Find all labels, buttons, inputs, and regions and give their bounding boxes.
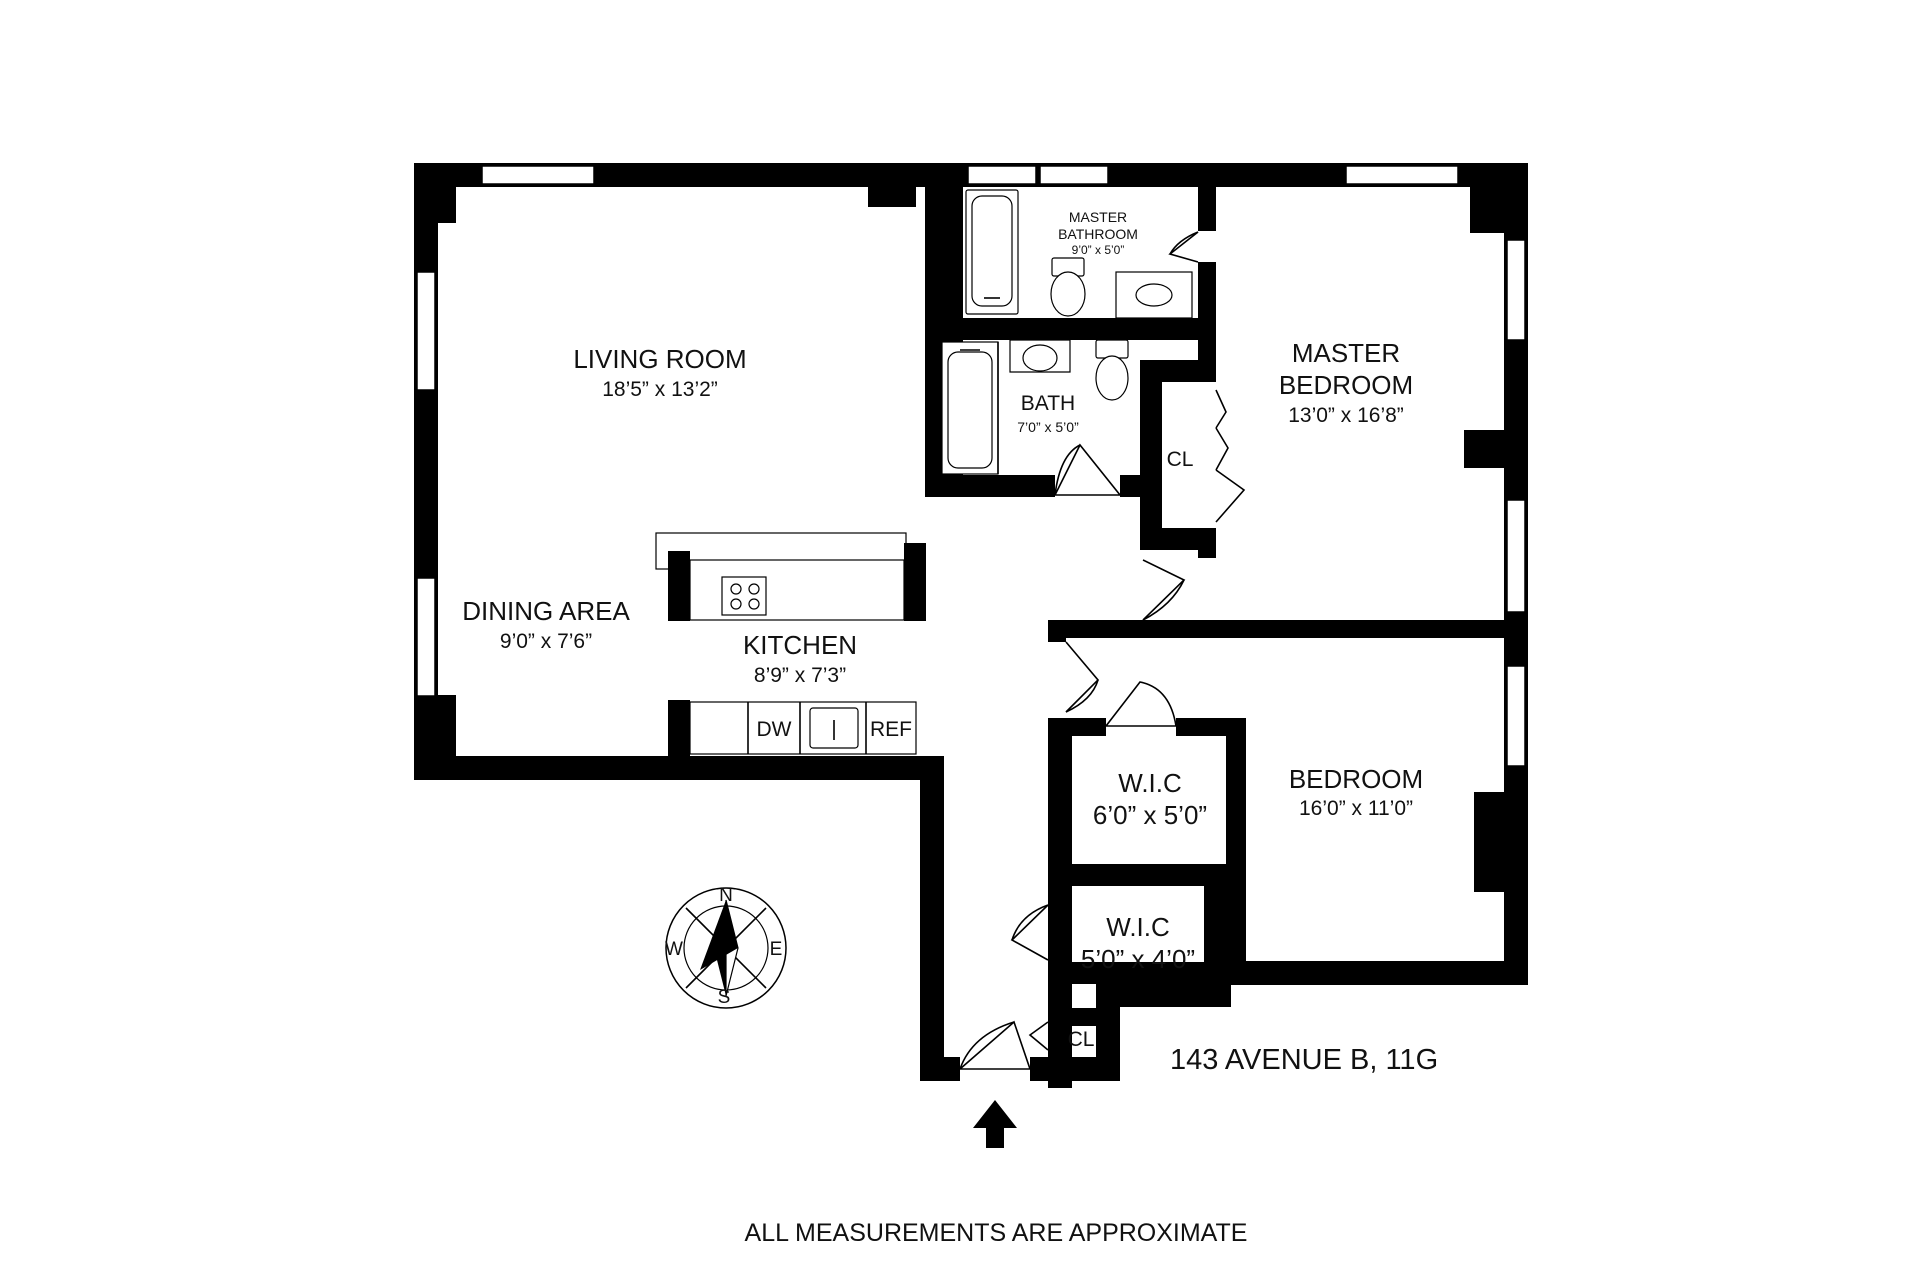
closet-entry-name: CL [1068, 1028, 1095, 1051]
bath-size: 7’0” x 5’0” [1017, 419, 1079, 435]
kitchen-name: KITCHEN [743, 630, 857, 660]
master-bedroom-name-line2: BEDROOM [1279, 370, 1413, 400]
bath-fixtures [941, 339, 1129, 475]
measurement-disclaimer: ALL MEASUREMENTS ARE APPROXIMATE [745, 1219, 1248, 1247]
master-bathroom-name-line1: MASTER [1069, 209, 1127, 225]
compass-south: S [718, 987, 731, 1008]
wic-1-name: W.I.C [1118, 768, 1182, 798]
master-bathroom-size: 9’0” x 5’0” [1072, 243, 1125, 257]
bath-name: BATH [1021, 392, 1075, 415]
dining-area-name: DINING AREA [462, 596, 630, 626]
living-room-name: LIVING ROOM [573, 344, 746, 374]
closet-master-name: CL [1167, 448, 1194, 471]
property-address: 143 AVENUE B, 11G [1170, 1044, 1438, 1076]
wic-2-size: 5’0” x 4’0” [1081, 944, 1195, 974]
bedroom-name: BEDROOM [1289, 764, 1423, 794]
compass-west: W [665, 939, 683, 960]
master-bathroom-fixtures [965, 189, 1193, 319]
windows [416, 165, 1526, 767]
dishwasher-label: DW [757, 718, 792, 741]
refrigerator-label: REF [870, 718, 912, 741]
compass-east: E [770, 939, 783, 960]
entry-arrow-icon [973, 1100, 1017, 1148]
room-labels: LIVING ROOM 18’5” x 13’2” DINING AREA 9’… [462, 209, 1423, 1051]
wic-1-size: 6’0” x 5’0” [1093, 800, 1207, 830]
kitchen-fixtures [655, 532, 926, 756]
kitchen-size: 8’9” x 7’3” [754, 664, 846, 687]
compass-rose-icon: N S E W [665, 885, 787, 1009]
living-room-size: 18’5” x 13’2” [602, 378, 718, 401]
bedroom-size: 16’0” x 11’0” [1299, 797, 1413, 820]
wic-2-name: W.I.C [1106, 912, 1170, 942]
compass-north: N [719, 885, 733, 906]
doors [957, 231, 1246, 1070]
dining-area-size: 9’0” x 7’6” [500, 630, 592, 653]
master-bedroom-size: 13’0” x 16’8” [1288, 404, 1404, 427]
master-bathroom-name-line2: BATHROOM [1058, 226, 1138, 242]
interior-walls [925, 163, 1528, 1088]
wall-piers [414, 163, 1528, 892]
master-bedroom-name-line1: MASTER [1292, 338, 1400, 368]
